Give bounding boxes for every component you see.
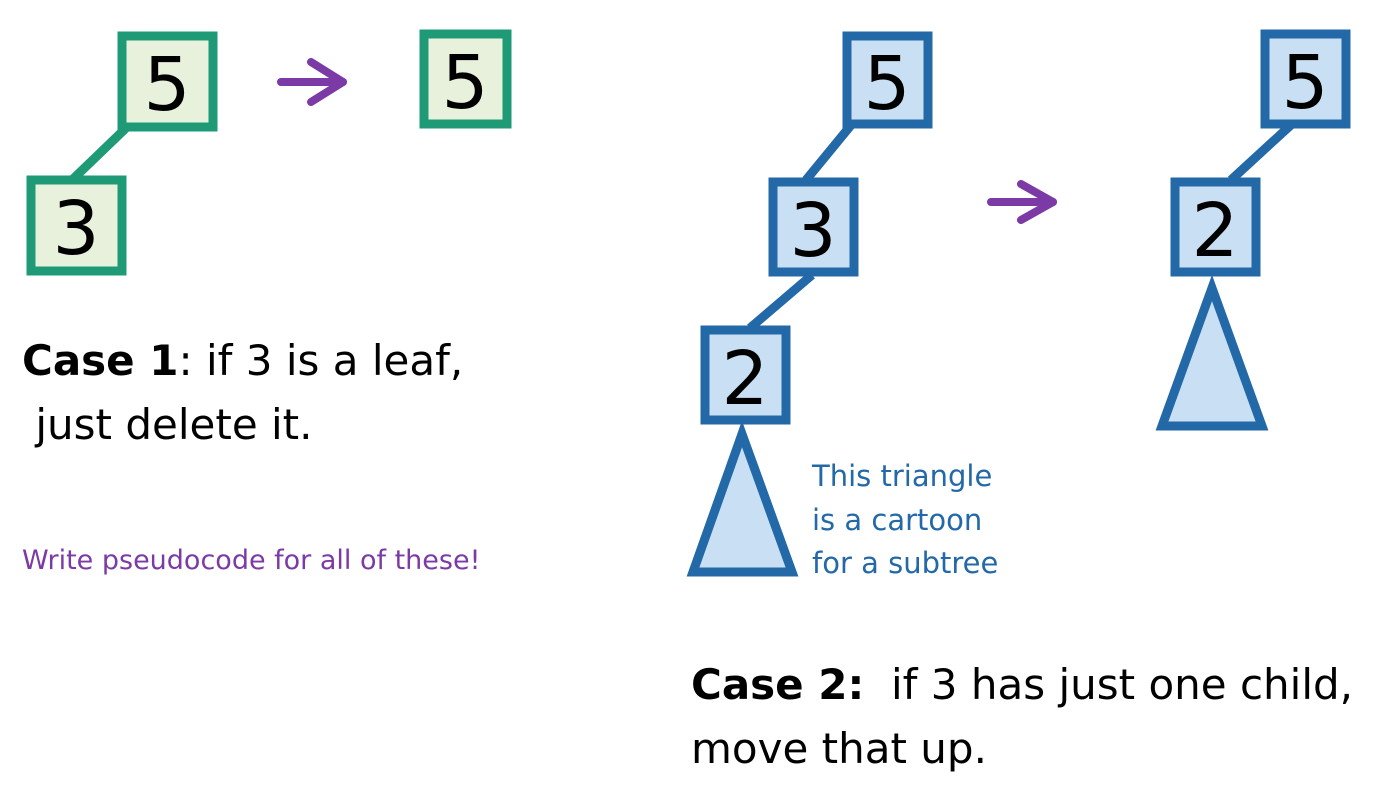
triangle-note-line2: is a cartoon — [812, 503, 983, 537]
case2-before-subtree-triangle — [686, 420, 799, 577]
svg-text:3: 3 — [52, 186, 99, 272]
case2-before-node-5: 5 — [842, 31, 933, 129]
case2-before-node-2: 2 — [700, 325, 791, 425]
case1-before-node-5: 5 — [117, 31, 218, 132]
svg-text:5: 5 — [863, 41, 910, 127]
case1-after-node-5: 5 — [419, 29, 512, 129]
svg-text:5: 5 — [143, 42, 190, 128]
case2-after-edge-5-2 — [1227, 120, 1296, 184]
case1-condition: : if 3 is a leaf, — [178, 336, 464, 385]
svg-text:2: 2 — [1191, 188, 1238, 274]
case1-caption-line1: Case 1: if 3 is a leaf, — [22, 330, 463, 392]
svg-text:5: 5 — [1281, 40, 1328, 126]
svg-text:5: 5 — [441, 40, 488, 126]
case1-before-node-3: 3 — [26, 175, 127, 276]
case2-condition: if 3 has just one child, — [864, 660, 1354, 709]
case2-heading: Case 2: — [691, 660, 865, 709]
case1-edge-5-3 — [68, 124, 130, 184]
case2-edge-3-2 — [747, 271, 815, 332]
case2-after-node-2: 2 — [1170, 177, 1261, 277]
case1-arrow — [277, 58, 347, 106]
triangle-note-line3: for a subtree — [812, 546, 999, 580]
case2-after-node-5: 5 — [1260, 29, 1351, 129]
case2-arrow — [987, 180, 1057, 224]
svg-text:2: 2 — [721, 336, 768, 422]
case2-after-subtree-triangle — [1155, 274, 1269, 431]
case1-caption-line2: just delete it. — [22, 400, 313, 449]
case2-edge-5-3 — [802, 121, 856, 183]
triangle-note-line1: This triangle — [812, 459, 993, 493]
case2-caption-line1: Case 2: if 3 has just one child, — [691, 654, 1353, 716]
case2-before-node-3: 3 — [768, 177, 859, 277]
svg-text:3: 3 — [789, 188, 836, 274]
pseudocode-note: Write pseudocode for all of these! — [22, 545, 481, 576]
case2-caption-line2: move that up. — [691, 724, 987, 773]
case1-heading: Case 1 — [22, 336, 179, 385]
